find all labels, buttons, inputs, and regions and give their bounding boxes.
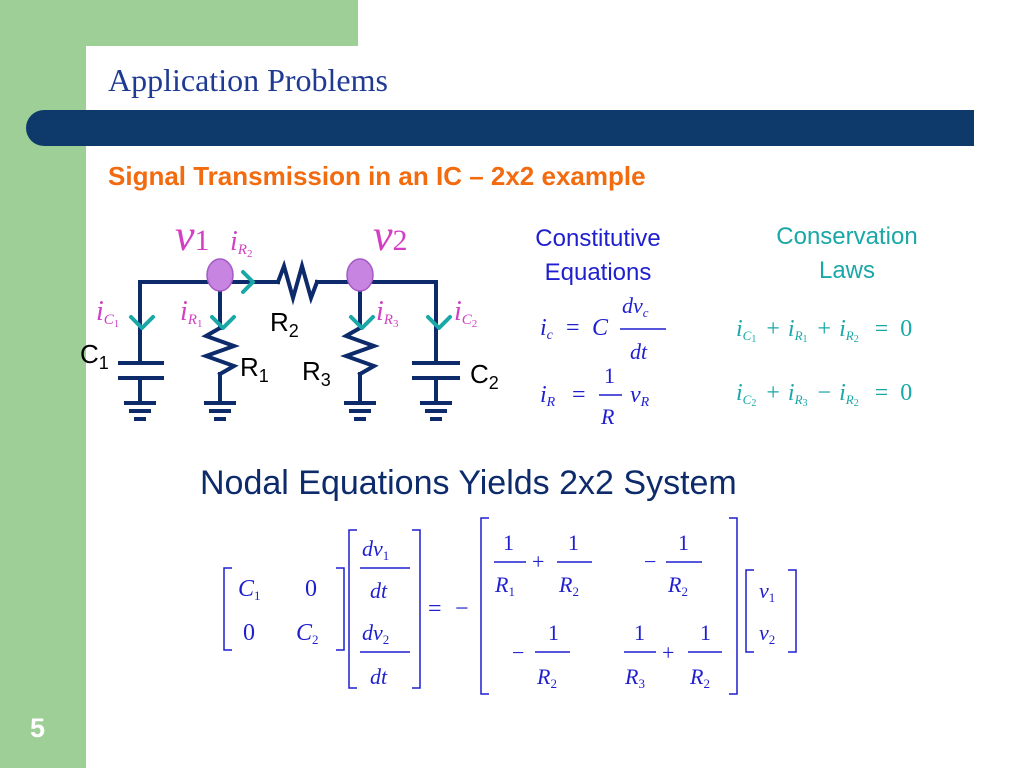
current-arrow-icon-ir2: [241, 270, 255, 294]
conservation-laws: iC1 + iR1 + iR2 = 0 iC2 + iR3 − iR2 = 0: [736, 316, 912, 412]
g21-minus: −: [512, 640, 524, 665]
label-ic1: iC1: [96, 296, 119, 330]
g21-r2: R2: [536, 664, 557, 691]
g12-r2: R2: [667, 572, 688, 599]
label-ir3: iR3: [376, 296, 399, 330]
matrix-equation: C1 0 0 C2 dv1 dt dv2 dt = − 1 R1 + 1: [223, 517, 797, 695]
label-ic2: iC2: [454, 296, 477, 330]
label-ir1: iR1: [180, 296, 202, 330]
deriv-dt1: dt: [370, 578, 388, 603]
conservation-heading-line1: Conservation: [776, 223, 918, 250]
eq-ic-dv: dvc: [622, 293, 649, 320]
slide-title: Application Problems: [108, 62, 388, 98]
resistor-r3-zigzag: [340, 325, 380, 377]
slide-subtitle: Signal Transmission in an IC – 2x2 examp…: [108, 161, 646, 191]
cap-m11: C1: [238, 576, 261, 603]
deriv-dv1: dv1: [362, 536, 389, 563]
bracket-cap-left: [223, 567, 232, 651]
eq-ir-v: vR: [630, 382, 650, 410]
deriv-dt2: dt: [370, 664, 388, 689]
g12-one: 1: [678, 530, 689, 555]
ground-symbol-c1: [124, 401, 156, 421]
g11-one-b: 1: [568, 530, 579, 555]
current-arrow-icon-ic1: [129, 315, 155, 330]
ground-symbol-r3: [344, 401, 376, 421]
volt-v1: v1: [759, 578, 775, 605]
label-r1: R1: [240, 352, 269, 386]
nodal-heading: Nodal Equations Yields 2x2 System: [200, 464, 737, 502]
label-v2: v2: [373, 211, 408, 260]
g11-plus: +: [532, 549, 544, 574]
eq-ir-R: R: [600, 404, 615, 429]
label-c2: C2: [470, 359, 499, 393]
bracket-deriv-right: [412, 529, 421, 689]
g22-one-a: 1: [634, 620, 645, 645]
g21-one: 1: [548, 620, 559, 645]
volt-v2: v2: [759, 620, 775, 647]
bracket-cond-right: [729, 517, 738, 695]
top-green-band: [86, 0, 358, 46]
conservation-heading: Conservation Laws: [752, 220, 942, 288]
bracket-deriv-left: [348, 529, 357, 689]
cap-m12: 0: [305, 576, 317, 602]
label-ir2: iR2: [230, 226, 252, 260]
node-v1: [206, 258, 234, 292]
slide-number: 5: [30, 713, 46, 743]
cap-m22: C2: [296, 620, 319, 647]
eq-ic-lhs: ic: [540, 315, 554, 343]
eq-ic-equals: =: [566, 315, 580, 341]
resistor-r1-zigzag: [200, 325, 240, 377]
node-v2: [346, 258, 374, 292]
g11-one-a: 1: [503, 530, 514, 555]
ground-symbol-r1: [204, 401, 236, 421]
matrix-minus: −: [455, 596, 469, 622]
label-r3: R3: [302, 356, 331, 390]
eq-ir-one: 1: [604, 363, 615, 388]
eq-ic-C: C: [592, 315, 609, 341]
current-arrow-icon-ic2: [426, 315, 452, 330]
constitutive-equations: ic = C dvc dt iR = 1 R vR: [540, 293, 666, 429]
bracket-cap-right: [336, 567, 345, 651]
deriv-dv2: dv2: [362, 620, 389, 647]
current-arrow-icon-ir3: [349, 315, 375, 330]
ground-symbol-c2: [420, 401, 452, 421]
label-r2: R2: [270, 307, 299, 341]
bracket-volt-left: [745, 569, 754, 653]
eq-ic-dt: dt: [630, 339, 648, 364]
cap-m21: 0: [243, 620, 255, 646]
g22-r3: R3: [624, 664, 645, 691]
g22-r2: R2: [689, 664, 710, 691]
title-underline-bar: [26, 110, 974, 146]
g22-plus: +: [662, 640, 674, 665]
eq-ir-lhs: iR: [540, 382, 556, 410]
eq-ir-equals: =: [572, 382, 586, 408]
g12-minus: −: [644, 549, 656, 574]
label-c1: C1: [80, 339, 109, 373]
bracket-cond-left: [480, 517, 489, 695]
label-v1: v1: [175, 211, 210, 260]
constitutive-heading-line1: Constitutive: [535, 225, 661, 252]
kcl-node1: iC1 + iR1 + iR2 = 0: [736, 316, 912, 348]
g22-one-b: 1: [700, 620, 711, 645]
kcl-node2: iC2 + iR3 − iR2 = 0: [736, 380, 912, 412]
content-panel: [86, 46, 1024, 768]
constitutive-heading-line2: Equations: [544, 259, 652, 286]
constitutive-heading: Constitutive Equations: [508, 222, 688, 290]
g11-r1: R1: [494, 572, 515, 599]
matrix-equals: =: [428, 596, 442, 622]
conservation-heading-line2: Laws: [818, 257, 876, 284]
g11-r2: R2: [558, 572, 579, 599]
bracket-volt-right: [788, 569, 797, 653]
resistor-r2-zigzag: [275, 258, 320, 306]
current-arrow-icon-ir1: [210, 315, 236, 330]
